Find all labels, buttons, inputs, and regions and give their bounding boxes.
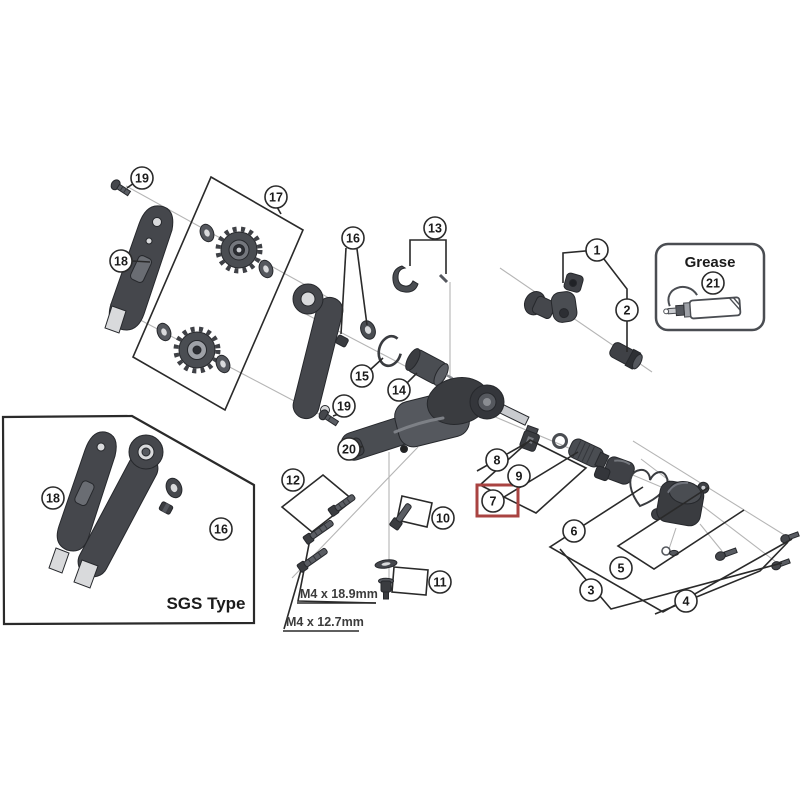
svg-text:5: 5 — [618, 562, 625, 576]
o-ring-9 — [552, 433, 568, 449]
mount-bolt-2 — [609, 342, 643, 370]
svg-text:6: 6 — [571, 525, 578, 539]
callout-20: 20 — [337, 437, 361, 461]
screw-mid-right — [714, 547, 738, 561]
callout-4: 4 — [674, 589, 698, 613]
outer-cage-plate — [292, 283, 344, 420]
screw-19-top — [110, 179, 132, 197]
box-part-17 — [131, 175, 305, 412]
cable-guide-clip-13 — [392, 265, 449, 293]
svg-text:9: 9 — [516, 470, 523, 484]
svg-text:11: 11 — [433, 576, 446, 590]
svg-text:18: 18 — [114, 255, 128, 269]
callout-8: 8 — [485, 448, 509, 472]
svg-text:7: 7 — [490, 495, 497, 509]
adjust-bolts-12 — [296, 494, 356, 573]
callout-3: 3 — [579, 578, 603, 602]
screw-19-cage — [318, 409, 340, 427]
knuckle-cap — [593, 456, 635, 485]
callout-17: 17 — [264, 185, 288, 209]
callout-18-upper: 18 — [109, 249, 133, 273]
dimension-label-long: M4 x 18.9mm — [300, 587, 378, 601]
callout-2: 2 — [615, 298, 639, 322]
svg-text:16: 16 — [214, 523, 228, 537]
svg-text:20: 20 — [342, 443, 356, 457]
svg-text:17: 17 — [269, 191, 283, 205]
callout-11: 11 — [428, 570, 452, 594]
ribbed-barrel — [568, 438, 610, 470]
callout-7: 7 — [481, 489, 505, 513]
bracket-axle-unit-1 — [523, 272, 584, 323]
svg-text:16: 16 — [346, 232, 360, 246]
svg-text:15: 15 — [355, 370, 369, 384]
grease-tube — [663, 286, 742, 320]
callout-19-cage: 19 — [332, 394, 356, 418]
lower-pulley-washers — [156, 322, 231, 374]
svg-text:18: 18 — [46, 492, 60, 506]
boot-cap-14 — [405, 348, 454, 386]
callout-15: 15 — [350, 364, 374, 388]
svg-text:12: 12 — [286, 474, 300, 488]
callout-19-top: 19 — [130, 166, 154, 190]
sgs-inner-plate — [48, 431, 117, 574]
callout-6: 6 — [562, 519, 586, 543]
callout-14: 14 — [387, 378, 411, 402]
callout-1: 1 — [585, 238, 609, 262]
sgs-type-label: SGS Type — [166, 594, 245, 613]
upper-pulley-washers — [199, 223, 274, 279]
svg-text:19: 19 — [337, 400, 351, 414]
svg-text:19: 19 — [135, 172, 149, 186]
cage-bushing-washer-16 — [335, 320, 376, 348]
callout-12: 12 — [281, 468, 305, 492]
svg-text:4: 4 — [683, 595, 690, 609]
svg-text:3: 3 — [588, 584, 595, 598]
washer-bolt-11 — [374, 559, 398, 600]
sgs-type-box: SGS Type — [1, 414, 256, 626]
callout-16-upper: 16 — [341, 226, 365, 250]
callout-21: 21 — [701, 271, 725, 295]
screw-far-right-upper — [780, 531, 800, 544]
upper-jockey-pulley — [215, 226, 263, 274]
derailleur-main-body — [339, 377, 530, 461]
svg-text:14: 14 — [392, 384, 406, 398]
svg-text:1: 1 — [594, 244, 601, 258]
highlight-box-part-7 — [475, 483, 520, 518]
switch-unit-8 — [519, 424, 540, 452]
svg-text:10: 10 — [436, 512, 450, 526]
callout-13: 13 — [423, 216, 447, 240]
lower-jockey-pulley — [173, 326, 221, 374]
stopper-bolt-10 — [389, 503, 412, 531]
callout-16-sgs: 16 — [209, 517, 233, 541]
callout-18-sgs: 18 — [41, 486, 65, 510]
svg-text:2: 2 — [624, 304, 631, 318]
grease-label: Grease — [685, 254, 736, 271]
motor-housing — [651, 480, 710, 527]
sgs-outer-plate — [73, 434, 164, 589]
sgs-washer-bushing-16 — [158, 477, 183, 515]
callout-10: 10 — [431, 506, 455, 530]
callout-9: 9 — [507, 464, 531, 488]
callout-5: 5 — [609, 556, 633, 580]
svg-text:21: 21 — [706, 277, 720, 291]
svg-text:13: 13 — [428, 222, 442, 236]
svg-text:8: 8 — [494, 454, 501, 468]
dimension-label-short: M4 x 12.7mm — [286, 615, 364, 629]
